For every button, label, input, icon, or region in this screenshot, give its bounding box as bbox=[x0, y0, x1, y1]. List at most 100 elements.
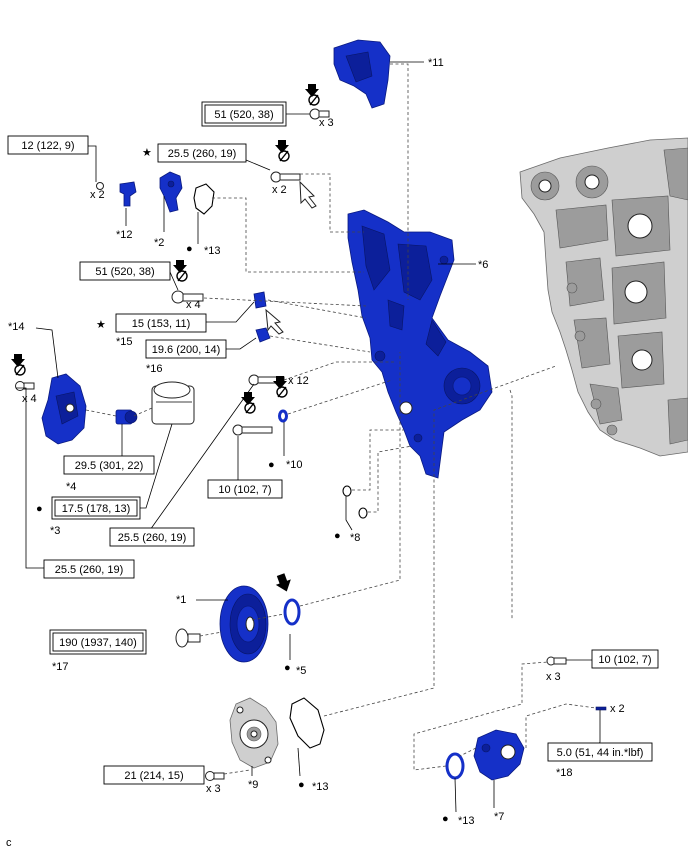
pointer-arrow-icons bbox=[265, 180, 317, 335]
quantity-x3-bottom: x 3 bbox=[206, 783, 221, 795]
callout-8: *8 bbox=[350, 532, 360, 544]
tighten-arrow-icon bbox=[273, 376, 288, 398]
torque-spec-t29: 29.5 (301, 22) bbox=[63, 455, 155, 475]
callout-7: *7 bbox=[494, 811, 504, 823]
callout-2: *2 bbox=[154, 237, 164, 249]
quantity-x3-right: x 3 bbox=[546, 671, 561, 683]
bolt-icon bbox=[205, 771, 225, 781]
dot-icon: ● bbox=[36, 503, 43, 515]
part-callouts: *1 *2 *3 *4 *5 *6 *7 *8 *9 *10 *11 *12 *… bbox=[8, 57, 573, 827]
press-arrow-icon bbox=[275, 573, 291, 592]
bolt-icon bbox=[270, 171, 301, 183]
torque-text: 51 (520, 38) bbox=[214, 109, 273, 121]
callout-9: *9 bbox=[248, 779, 258, 791]
tighten-arrow-icon bbox=[11, 354, 26, 376]
leader-lines bbox=[16, 61, 601, 813]
callout-1: *1 bbox=[176, 594, 186, 606]
torque-text: 5.0 (51, 44 in.*lbf) bbox=[557, 747, 644, 759]
assembly-dashed-lines bbox=[85, 63, 597, 775]
dot-icon: ● bbox=[442, 813, 449, 825]
bolt-icon bbox=[171, 290, 204, 304]
quantity-x4-left: x 4 bbox=[22, 393, 37, 405]
torque-text: 19.6 (200, 14) bbox=[152, 344, 221, 356]
quantity-x12: x 12 bbox=[288, 375, 309, 387]
small-parts-upper-left bbox=[96, 108, 330, 343]
cover-bolts bbox=[232, 374, 368, 519]
callout-17: *17 bbox=[52, 661, 69, 673]
callout-13-a: *13 bbox=[204, 245, 221, 257]
star-icon: ★ bbox=[142, 147, 152, 159]
torque-text: 15 (153, 11) bbox=[132, 318, 191, 330]
callout-12: *12 bbox=[116, 229, 133, 241]
star-icon: ★ bbox=[96, 319, 106, 331]
torque-spec-t51-top: 51 (520, 38) bbox=[201, 101, 287, 127]
dot-icon: ● bbox=[298, 779, 305, 791]
crankshaft-pulley-parts bbox=[175, 585, 301, 663]
quantity-top: x 3 bbox=[319, 117, 334, 129]
pointer-arrow-icon bbox=[299, 180, 317, 209]
callout-15: *15 bbox=[116, 336, 133, 348]
bolt-icon bbox=[15, 381, 35, 391]
torque-spec-t19: 19.6 (200, 14) bbox=[145, 339, 227, 359]
pointer-arrow-icon bbox=[265, 308, 284, 335]
tighten-arrow-icon bbox=[241, 392, 256, 414]
callout-13-c: *13 bbox=[458, 815, 475, 827]
torque-text: 51 (520, 38) bbox=[95, 266, 154, 278]
dot-icon: ● bbox=[268, 459, 275, 471]
tighten-arrow-icon bbox=[305, 84, 320, 106]
torque-spec-t25-mid: 25.5 (260, 19) bbox=[109, 527, 195, 547]
torque-text: 17.5 (178, 13) bbox=[62, 503, 131, 515]
bolt-icon bbox=[175, 628, 201, 648]
torque-spec-t17: 17.5 (178, 13) bbox=[51, 496, 141, 520]
tighten-arrow-icon bbox=[173, 260, 188, 282]
torque-text: 25.5 (260, 19) bbox=[55, 564, 124, 576]
quantity-x2-mid: x 2 bbox=[272, 184, 287, 196]
callout-5: *5 bbox=[296, 665, 306, 677]
water-inlet-parts bbox=[445, 656, 607, 781]
callout-10: *10 bbox=[286, 459, 303, 471]
symbol-markers: ★ ★ ● ● ● ● ● ● ● bbox=[36, 147, 449, 825]
torque-text: 10 (102, 7) bbox=[598, 654, 651, 666]
torque-spec-t15: 15 (153, 11) bbox=[115, 313, 207, 333]
dot-icon: ● bbox=[186, 243, 193, 255]
tighten-arrow-icon bbox=[275, 140, 290, 162]
torque-spec-t25-left: 25.5 (260, 19) bbox=[43, 559, 135, 579]
torque-spec-t5: 5.0 (51, 44 in.*lbf) bbox=[547, 742, 653, 762]
dot-icon: ● bbox=[334, 530, 341, 542]
figure-code: c bbox=[6, 837, 12, 849]
callout-14: *14 bbox=[8, 321, 25, 333]
torque-text: 10 (102, 7) bbox=[218, 484, 271, 496]
torque-spec-t12: 12 (122, 9) bbox=[7, 135, 89, 155]
torque-text: 190 (1937, 140) bbox=[59, 637, 137, 649]
torque-text: 25.5 (260, 19) bbox=[168, 148, 237, 160]
timing-chain-cover-illustration bbox=[347, 209, 493, 479]
torque-spec-t10-right: 10 (102, 7) bbox=[591, 649, 659, 669]
torque-spec-t190: 190 (1937, 140) bbox=[49, 629, 147, 655]
torque-spec-t25-top: 25.5 (260, 19) bbox=[157, 143, 247, 163]
oil-filter-bracket-parts bbox=[15, 373, 195, 445]
callout-11: *11 bbox=[428, 57, 444, 69]
callout-4: *4 bbox=[66, 481, 76, 493]
torque-spec-t10-mid: 10 (102, 7) bbox=[207, 479, 283, 499]
callout-6: *6 bbox=[478, 259, 488, 271]
torque-text: 29.5 (301, 22) bbox=[75, 460, 144, 472]
torque-spec-t21: 21 (214, 15) bbox=[103, 765, 205, 785]
torque-spec-t51-mid: 51 (520, 38) bbox=[79, 261, 171, 281]
bracket-part-11 bbox=[333, 39, 391, 109]
torque-text: 21 (214, 15) bbox=[124, 770, 183, 782]
bolt-icon bbox=[232, 424, 273, 436]
bolt-icon bbox=[546, 656, 567, 666]
quantity-x2-right: x 2 bbox=[610, 703, 625, 715]
quantity-x4-mid: x 4 bbox=[186, 299, 201, 311]
tighten-arrow-icons bbox=[11, 84, 320, 592]
engine-block-illustration bbox=[519, 137, 688, 457]
quantity-x2-left: x 2 bbox=[90, 189, 105, 201]
torque-spec-boxes: 51 (520, 38) 12 (122, 9) 25.5 (260, 19) … bbox=[7, 101, 659, 785]
callout-16: *16 bbox=[146, 363, 163, 375]
torque-text: 25.5 (260, 19) bbox=[118, 532, 187, 544]
torque-text: 12 (122, 9) bbox=[21, 140, 74, 152]
callout-18: *18 bbox=[556, 767, 573, 779]
callout-13-b: *13 bbox=[312, 781, 329, 793]
